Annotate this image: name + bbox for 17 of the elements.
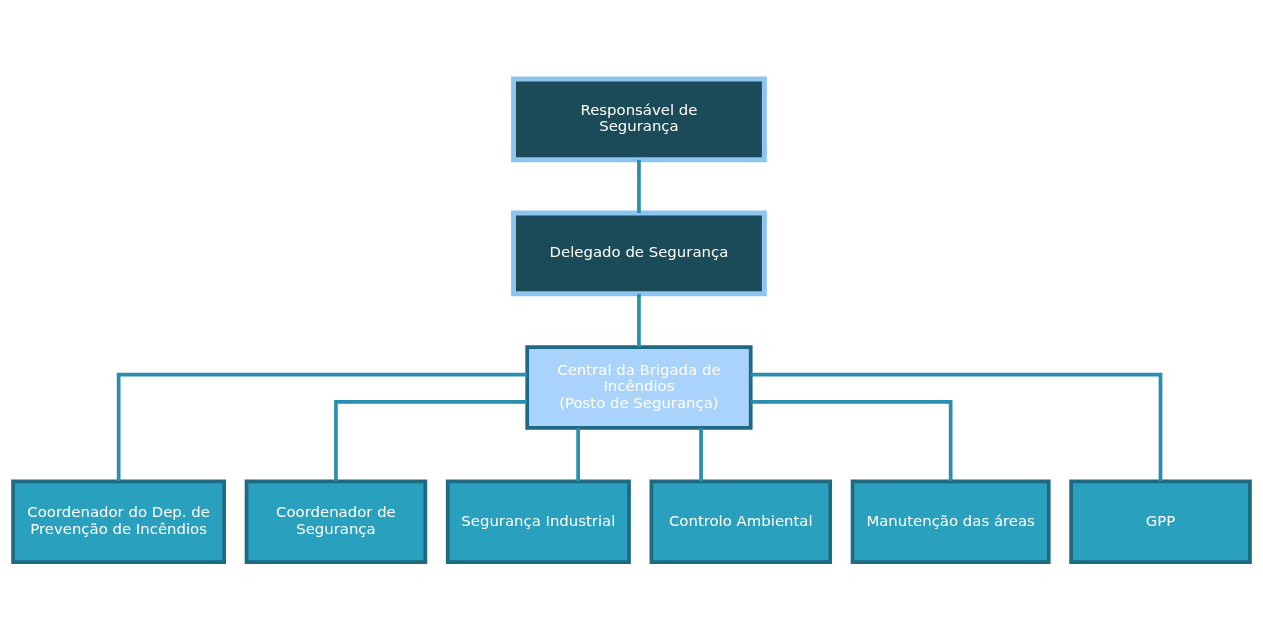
- node-box: Responsável de Segurança: [511, 76, 767, 162]
- node-box: Controlo Ambiental: [649, 478, 833, 564]
- connector: [576, 427, 580, 481]
- connector: [334, 399, 527, 481]
- connector: [637, 159, 641, 213]
- connector: [637, 293, 641, 347]
- connector: [750, 372, 1163, 481]
- node-box: GPP: [1069, 478, 1252, 564]
- connector: [116, 372, 527, 481]
- connector: [699, 427, 703, 481]
- node-box: Delegado de Segurança: [511, 210, 767, 296]
- connector: [751, 399, 953, 481]
- node-box: Coordenador de Segurança: [244, 478, 428, 564]
- node-box: Coordenador do Dep. de Prevenção de Incêndios: [11, 478, 227, 564]
- node-box: Manutenção das áreas: [850, 478, 1051, 564]
- node-box: Segurança Industrial: [445, 478, 631, 564]
- node-box: Central da Brigada de Incêndios (Posto de Segurança): [525, 344, 753, 430]
